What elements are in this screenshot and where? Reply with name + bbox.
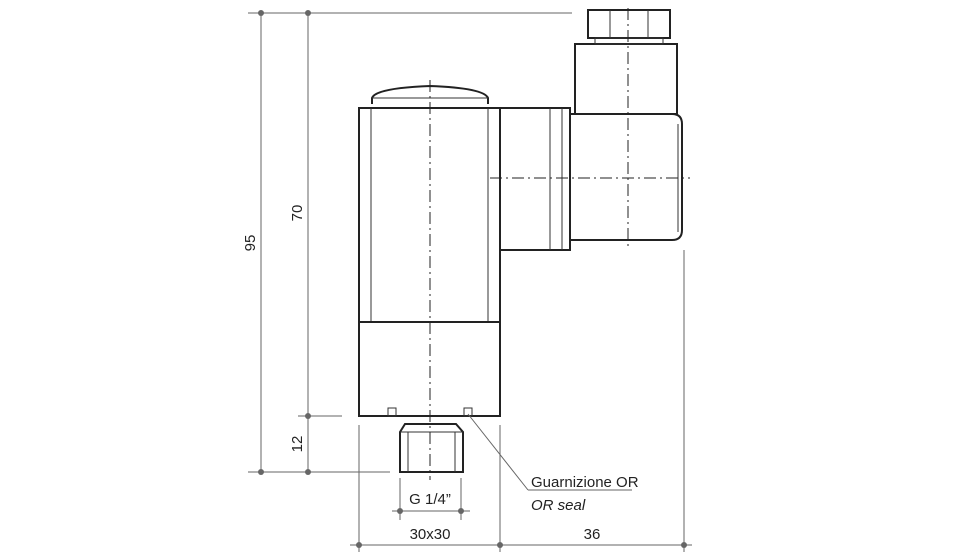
callout-label-en: OR seal xyxy=(531,497,586,514)
dim-thread-length: 12 xyxy=(289,436,306,453)
dim-body-height: 70 xyxy=(289,205,306,222)
dim-overall-height: 95 xyxy=(242,235,259,252)
dim-thread: G 1/4” xyxy=(409,491,451,508)
dim-body-width: 30x30 xyxy=(410,526,451,543)
dim-connector-offset: 36 xyxy=(584,526,601,543)
solenoid-body xyxy=(358,80,501,480)
dimension-lines xyxy=(248,10,692,552)
or-seal-leader xyxy=(467,413,632,491)
connector xyxy=(490,8,690,251)
callout-label-it: Guarnizione OR xyxy=(531,474,639,491)
